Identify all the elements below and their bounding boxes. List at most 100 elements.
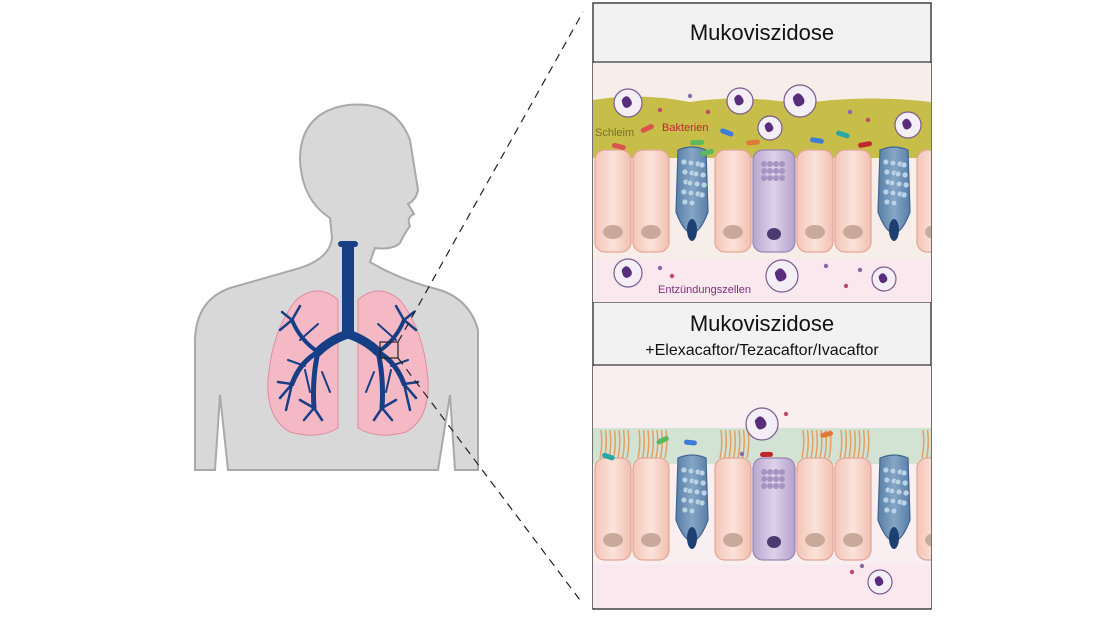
zoom-lines (397, 11, 584, 605)
cilium (641, 429, 646, 459)
cell-nucleus (603, 225, 623, 239)
cell-nucleus (723, 225, 743, 239)
bottom-panel-illustration (593, 366, 942, 608)
vesicle (900, 499, 908, 507)
vesicle (686, 487, 694, 495)
bacterium (612, 142, 626, 150)
vesicle (888, 179, 896, 187)
epithelial-cell (594, 149, 632, 253)
vesicle (693, 488, 701, 496)
cilium (857, 429, 861, 459)
cell-nucleus (767, 536, 781, 548)
bronchial-tree (276, 241, 420, 422)
neutrophil-nucleus (902, 118, 912, 130)
vesicle (900, 469, 908, 477)
vesicle (698, 161, 706, 169)
cell-nucleus (641, 533, 661, 547)
granule (761, 161, 767, 167)
vesicle (680, 496, 688, 504)
cilium (805, 429, 810, 459)
vesicle (889, 159, 897, 167)
vesicle (681, 476, 689, 484)
bacterium (720, 128, 734, 137)
vesicle (680, 158, 688, 166)
granule (773, 476, 779, 482)
bacteria-label: Bakterien (662, 122, 708, 134)
granule (767, 168, 773, 174)
cell-nucleus (925, 533, 931, 547)
bacterium (760, 451, 774, 458)
vesicle (687, 189, 695, 197)
vesicle (902, 489, 910, 497)
ciliated-cell (675, 454, 709, 542)
cell-nucleus (805, 225, 825, 239)
vesicle (693, 180, 701, 188)
granule (773, 175, 779, 181)
cell-nucleus (805, 533, 825, 547)
bacterium (820, 430, 833, 438)
cell-nucleus (889, 219, 899, 241)
top-panel-illustration (593, 63, 931, 302)
vesicle (889, 497, 897, 505)
ciliated-cell (675, 146, 709, 234)
cilium (843, 429, 848, 459)
inflammation-bottom (602, 407, 893, 595)
neutrophil-nucleus (878, 273, 888, 284)
vesicle (687, 497, 695, 505)
vesicle (692, 170, 700, 178)
granule (767, 469, 773, 475)
cilium (940, 430, 942, 458)
vesicle (698, 469, 706, 477)
granule (761, 476, 767, 482)
cilium (921, 429, 925, 459)
vesicle (894, 170, 902, 178)
cytokine-dot (669, 273, 675, 279)
bottom-panel-subtitle: +Elexacaftor/Tezacaftor/Ivacaftor (645, 342, 879, 359)
mucus-label: Schleim (595, 127, 634, 139)
neutrophil-nucleus (754, 416, 767, 430)
granule (767, 175, 773, 181)
epithelial-cell (796, 457, 834, 561)
cytokine-dot (857, 267, 863, 273)
cell-nucleus (889, 527, 899, 549)
cilium (719, 429, 723, 459)
vesicle (901, 171, 909, 179)
bacterium (809, 137, 824, 144)
granule (767, 476, 773, 482)
cilium (861, 429, 866, 459)
cilium (732, 429, 737, 459)
neutrophil-nucleus (734, 94, 744, 106)
top-panel-title: Mukoviszidose (690, 20, 834, 45)
neutrophil-nucleus (774, 268, 787, 282)
cilium (626, 429, 630, 459)
cilium (737, 429, 741, 459)
bacterium (858, 141, 873, 148)
cytokine-dot (823, 263, 829, 269)
vesicle (680, 466, 688, 474)
vesicle (681, 168, 689, 176)
cilium (936, 430, 938, 458)
neutrophil-nucleus (621, 266, 632, 278)
cilium (848, 429, 852, 459)
cilium (599, 429, 603, 459)
granule (779, 476, 785, 482)
vesicle (900, 191, 908, 199)
neutrophil-nucleus (792, 93, 805, 107)
vesicle (895, 488, 903, 496)
vesicle (686, 179, 694, 187)
neutrophil-nucleus (621, 96, 632, 108)
cytokine-dot (657, 265, 663, 271)
cilium (659, 429, 664, 459)
cilium (621, 429, 626, 459)
neutrophil-nucleus (874, 576, 884, 587)
vesicle (890, 199, 898, 207)
ciliated-cell (877, 146, 911, 234)
ciliated-cell (877, 454, 911, 542)
granule (767, 161, 773, 167)
cilium (814, 429, 819, 459)
vesicle (698, 191, 706, 199)
cilium (728, 429, 732, 459)
vesicle (882, 188, 890, 196)
cytokine-dot (849, 569, 855, 575)
